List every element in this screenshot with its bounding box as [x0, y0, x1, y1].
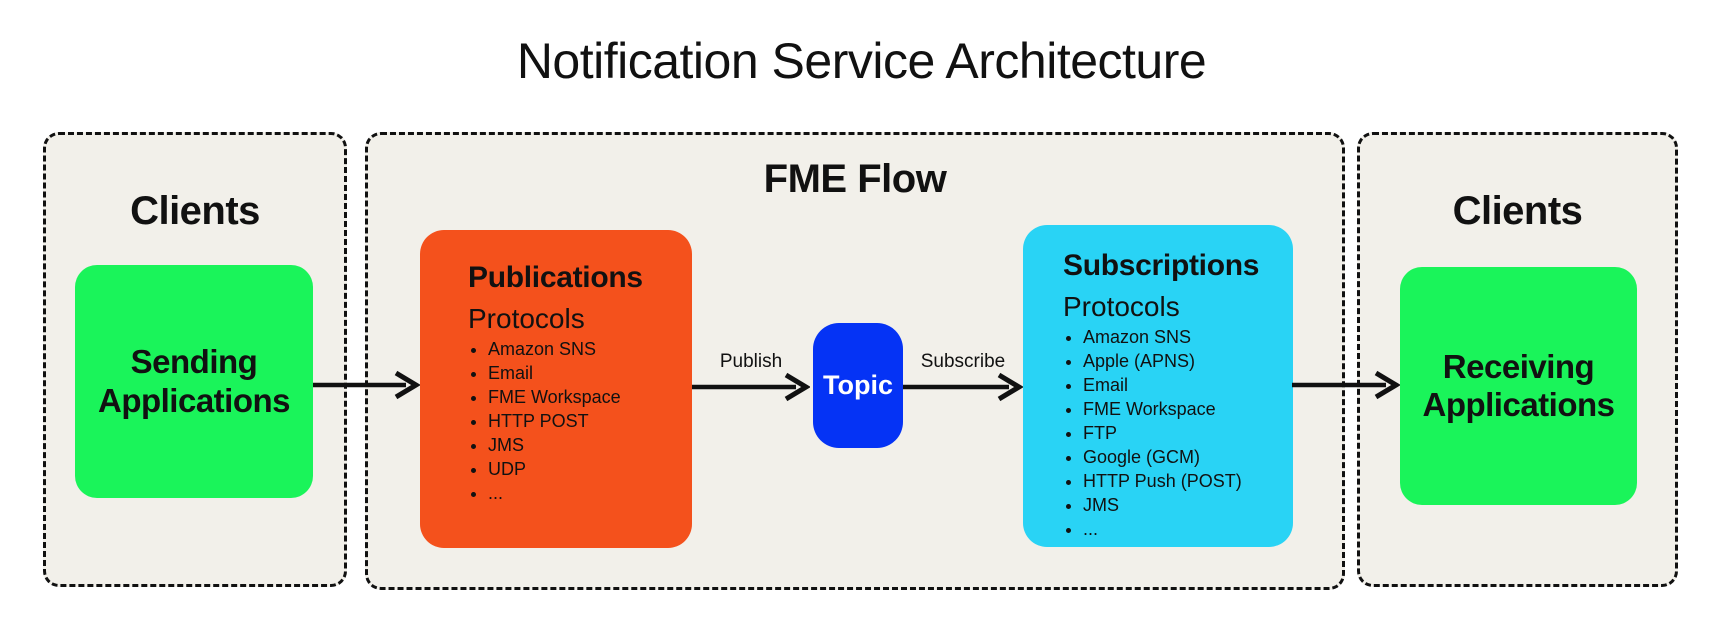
- clients-left-panel: Clients Sending Applications: [43, 132, 347, 587]
- fme-flow-title: FME Flow: [763, 157, 947, 201]
- clients-left-title: Clients: [130, 189, 260, 233]
- protocol-item: Email: [1083, 373, 1283, 397]
- publications-protocol-list: Amazon SNS Email FME Workspace HTTP POST…: [468, 337, 678, 505]
- publications-node: Publications Protocols Amazon SNS Email …: [420, 230, 692, 548]
- arrow-topic-to-subscriptions-icon: [903, 372, 1023, 402]
- protocol-item: ...: [488, 481, 678, 505]
- protocol-item: Amazon SNS: [1083, 325, 1283, 349]
- protocol-item: Google (GCM): [1083, 445, 1283, 469]
- receiving-applications-node: Receiving Applications: [1400, 267, 1637, 505]
- arrow-publications-to-topic-icon: [692, 372, 810, 402]
- protocol-item: FME Workspace: [1083, 397, 1283, 421]
- protocol-item: FME Workspace: [488, 385, 678, 409]
- topic-node: Topic: [813, 323, 903, 448]
- protocol-item: FTP: [1083, 421, 1283, 445]
- clients-right-title: Clients: [1452, 189, 1583, 233]
- clients-right-panel: Clients Receiving Applications: [1357, 132, 1678, 587]
- protocol-item: HTTP POST: [488, 409, 678, 433]
- subscriptions-protocol-list: Amazon SNS Apple (APNS) Email FME Worksp…: [1063, 325, 1283, 541]
- protocol-item: Email: [488, 361, 678, 385]
- protocol-item: HTTP Push (POST): [1083, 469, 1283, 493]
- sending-applications-node: Sending Applications: [75, 265, 313, 498]
- subscriptions-node: Subscriptions Protocols Amazon SNS Apple…: [1023, 225, 1293, 547]
- publish-label: Publish: [719, 351, 783, 372]
- sending-applications-label: Sending Applications: [97, 343, 291, 419]
- protocol-item: ...: [1083, 517, 1283, 541]
- protocol-item: UDP: [488, 457, 678, 481]
- publications-subtitle: Protocols: [468, 303, 585, 334]
- subscriptions-subtitle: Protocols: [1063, 291, 1180, 322]
- topic-label: Topic: [823, 370, 893, 400]
- receiving-applications-label: Receiving Applications: [1422, 347, 1615, 423]
- diagram-title: Notification Service Architecture: [516, 33, 1207, 89]
- arrow-subscriptions-to-receiving-icon: [1292, 370, 1400, 400]
- protocol-item: Amazon SNS: [488, 337, 678, 361]
- protocol-item: JMS: [1083, 493, 1283, 517]
- fme-flow-panel: FME Flow Publications Protocols Amazon S…: [365, 132, 1345, 590]
- publications-title: Publications: [468, 261, 643, 294]
- subscriptions-title: Subscriptions: [1063, 249, 1260, 282]
- protocol-item: Apple (APNS): [1083, 349, 1283, 373]
- arrow-sending-to-publications-icon: [313, 370, 420, 400]
- protocol-item: JMS: [488, 433, 678, 457]
- subscribe-label: Subscribe: [920, 351, 1006, 372]
